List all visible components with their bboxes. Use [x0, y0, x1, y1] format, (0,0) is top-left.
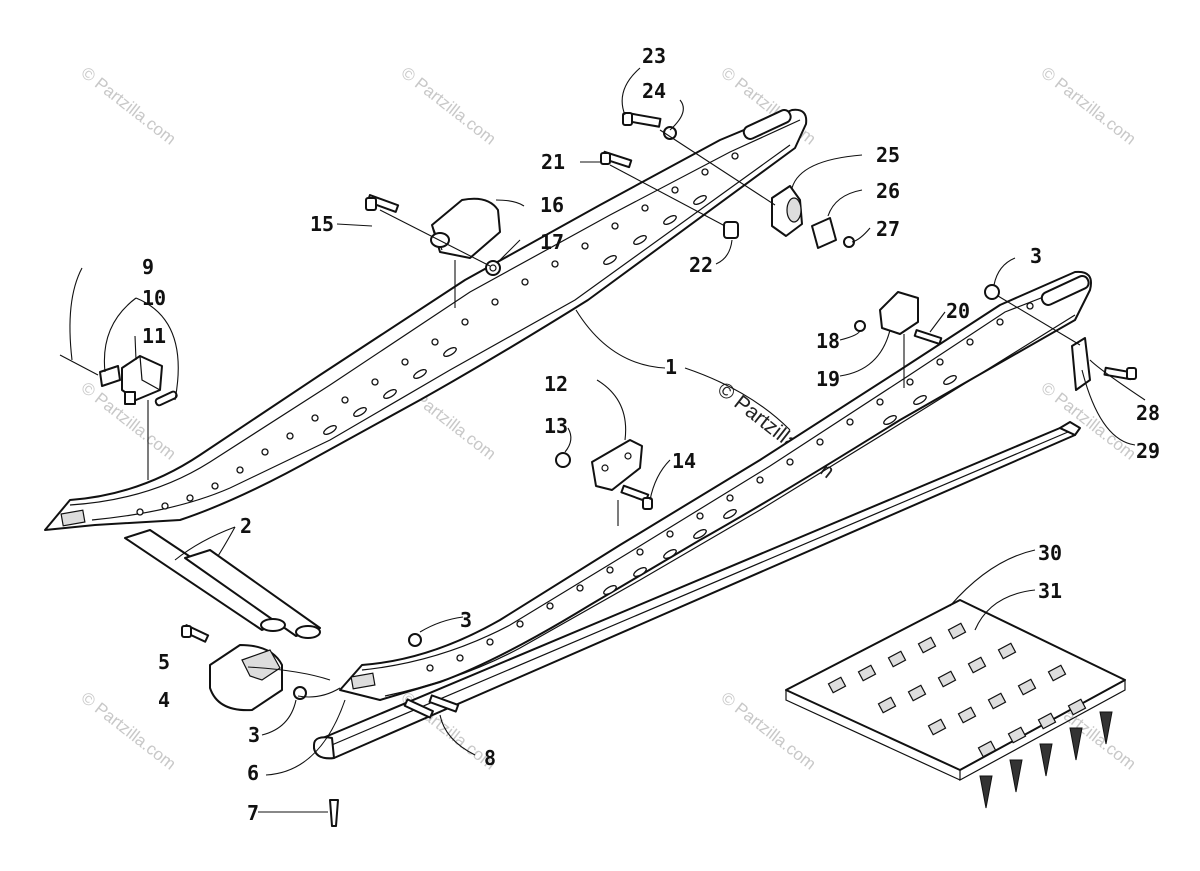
callout-30: 30 — [1038, 541, 1062, 565]
watermark: © Partzilla.com — [78, 63, 180, 149]
callout-1: 1 — [665, 355, 677, 379]
cross-shafts — [124, 529, 321, 639]
rear-rail — [44, 108, 808, 531]
callout-25: 25 — [876, 143, 900, 167]
callout-31: 31 — [1038, 579, 1062, 603]
callout-29: 29 — [1136, 439, 1160, 463]
callout-3a: 3 — [1030, 244, 1042, 268]
callout-7: 7 — [247, 801, 259, 825]
callout-17: 17 — [540, 230, 564, 254]
callout-19: 19 — [816, 367, 840, 391]
track-lugs — [979, 711, 1113, 809]
callout-27: 27 — [876, 217, 900, 241]
callout-16: 16 — [540, 193, 564, 217]
callout-28: 28 — [1136, 401, 1160, 425]
callout-10: 10 — [142, 286, 166, 310]
front-rail-holes — [426, 302, 1034, 672]
callout-23: 23 — [642, 44, 666, 68]
callout-3c: 3 — [248, 723, 260, 747]
components — [59, 112, 1137, 827]
watermark: © Partzilla.com — [398, 63, 500, 149]
callout-13: 13 — [544, 414, 568, 438]
callout-26: 26 — [876, 179, 900, 203]
callout-11: 11 — [142, 324, 166, 348]
callout-3b: 3 — [460, 608, 472, 632]
callout-2: 2 — [240, 514, 252, 538]
callouts: 1 2 3 3 3 4 5 6 7 8 9 10 11 12 13 14 15 … — [142, 44, 1160, 825]
track-clips — [827, 622, 1087, 758]
front-rail — [339, 270, 1092, 701]
slide-rail — [313, 421, 1081, 760]
callout-22: 22 — [689, 253, 713, 277]
callout-20: 20 — [946, 299, 970, 323]
leader-lines — [69, 67, 1146, 813]
callout-21: 21 — [541, 150, 565, 174]
callout-5: 5 — [158, 650, 170, 674]
callout-8: 8 — [484, 746, 496, 770]
watermark: © Partzilla.com — [1038, 63, 1140, 149]
callout-15: 15 — [310, 212, 334, 236]
callout-9: 9 — [142, 255, 154, 279]
watermark: © Partzilla.com — [718, 688, 820, 774]
callout-4: 4 — [158, 688, 170, 712]
rear-rail-holes — [136, 152, 739, 516]
callout-12: 12 — [544, 372, 568, 396]
callout-6: 6 — [247, 761, 259, 785]
track-section — [785, 599, 1126, 809]
callout-14: 14 — [672, 449, 696, 473]
callout-18: 18 — [816, 329, 840, 353]
callout-24: 24 — [642, 79, 666, 103]
